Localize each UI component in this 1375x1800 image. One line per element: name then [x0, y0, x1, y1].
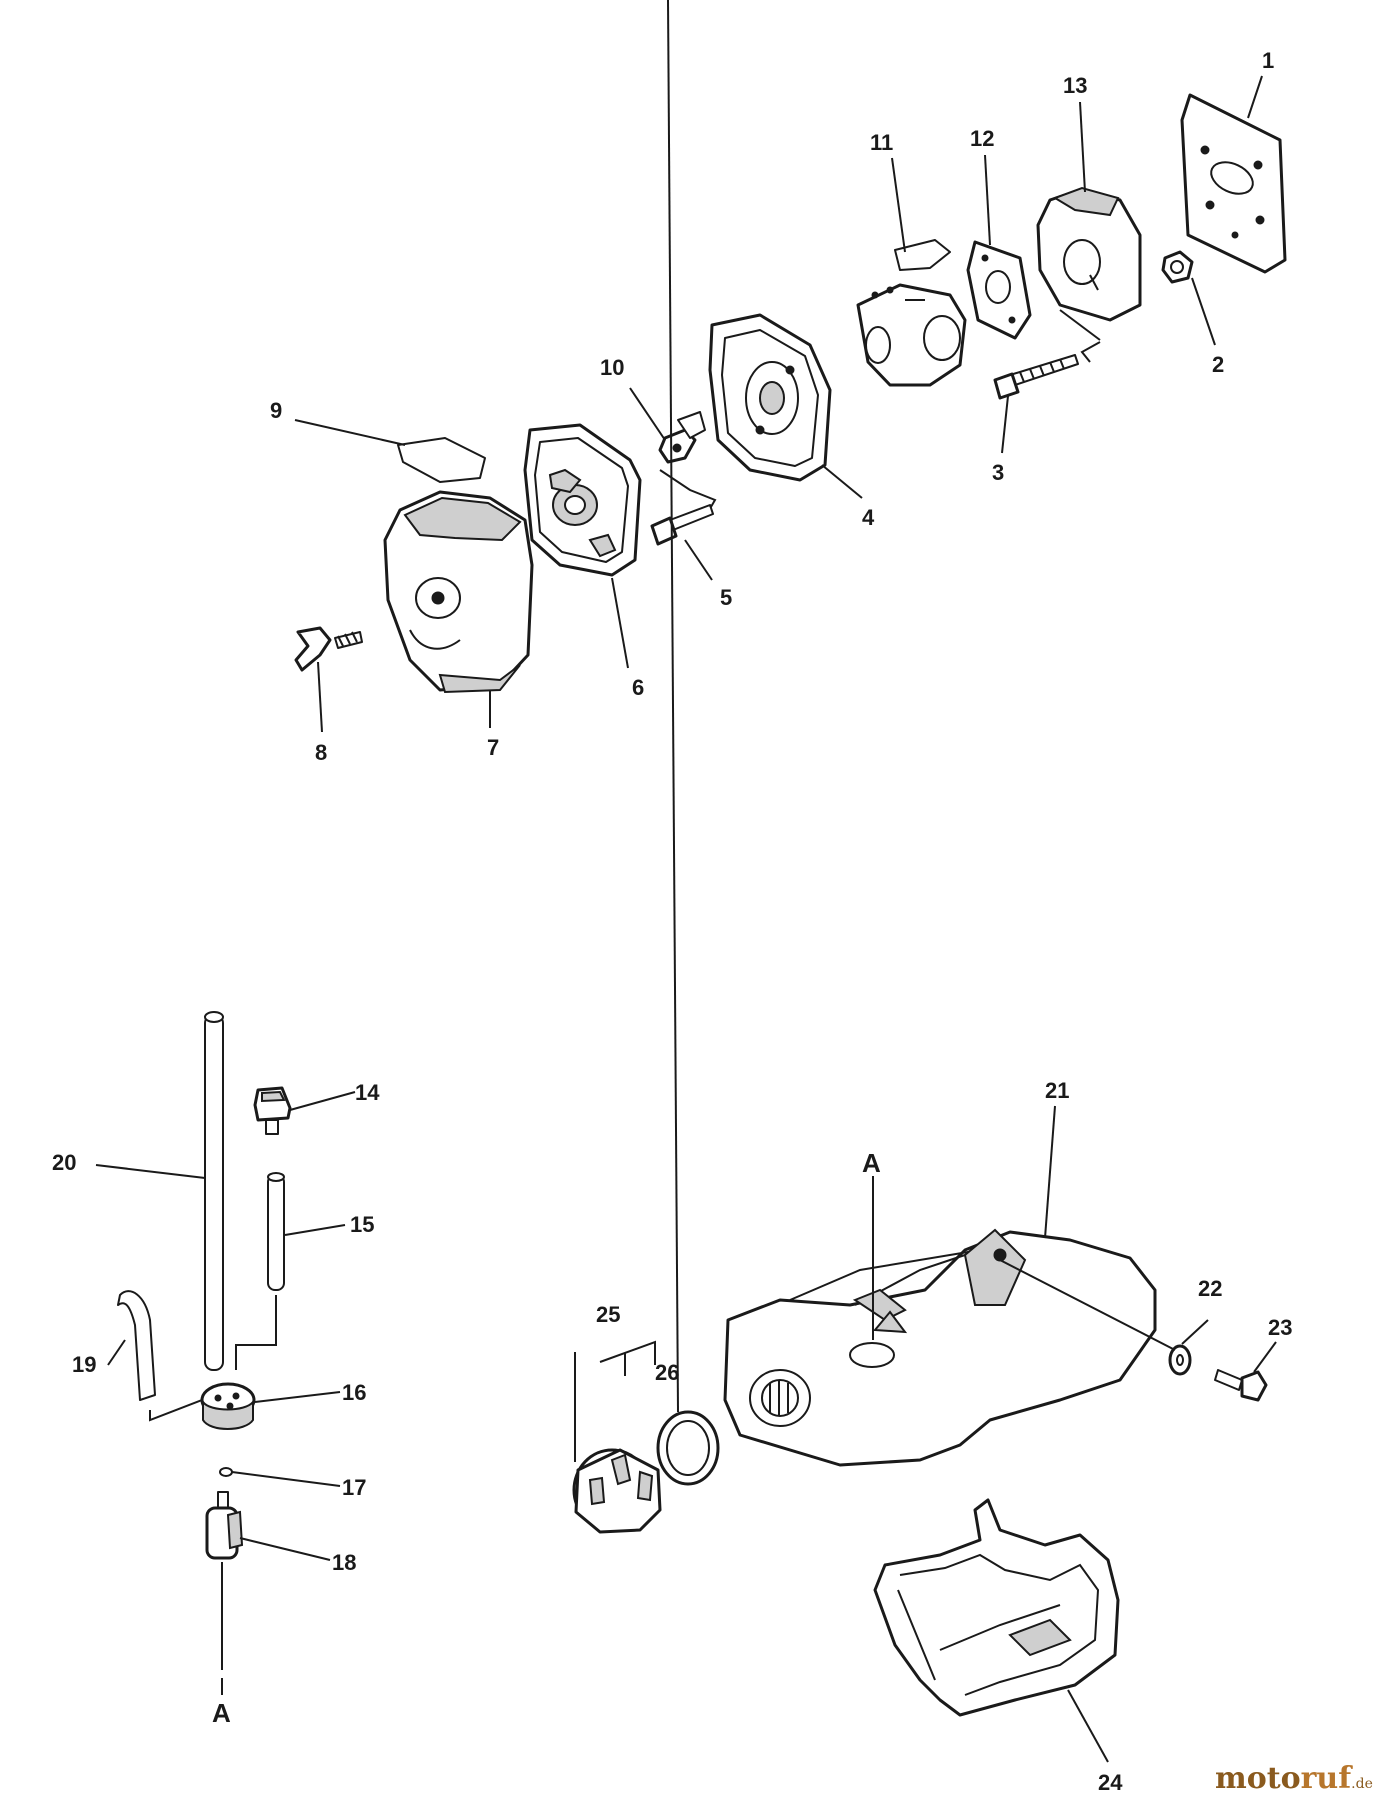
callout-15: 15 [350, 1212, 374, 1237]
marker-a-filter: A [212, 1698, 231, 1728]
callout-9: 9 [270, 398, 282, 423]
watermark-suffix: .de [1351, 1776, 1373, 1792]
callout-23: 23 [1268, 1315, 1292, 1340]
grommet-part [200, 1382, 256, 1430]
callout-25: 25 [596, 1302, 620, 1327]
callout-7: 7 [487, 735, 499, 760]
filter-element-part [523, 423, 642, 577]
callout-24: 24 [1098, 1770, 1123, 1795]
washer-part [1168, 1344, 1192, 1376]
leader-line-13-assembly [1059, 309, 1101, 341]
gasket-plate-part [1180, 93, 1287, 274]
watermark-brand-b: ruf [1301, 1761, 1354, 1796]
clip-part [219, 1467, 233, 1477]
watermark-brand-a: moto [1215, 1761, 1301, 1796]
callout-18: 18 [332, 1550, 356, 1575]
callout-11: 11 [870, 130, 893, 155]
watermark-logo: motoruf.de [1215, 1761, 1373, 1796]
insulator-block-part [1036, 186, 1142, 322]
leader-lines-fuel-line [95, 1091, 356, 1695]
leader-line-grommet-connector [149, 1295, 277, 1422]
callout-6: 6 [632, 675, 644, 700]
callout-21: 21 [1045, 1078, 1069, 1103]
primer-bulb-part [253, 1086, 292, 1135]
filter-cover-part [383, 490, 534, 694]
tank-screw-part [1214, 1369, 1268, 1402]
callout-12: 12 [970, 126, 994, 151]
callout-16: 16 [342, 1380, 366, 1405]
leader-line-10-connector [659, 469, 717, 513]
carburetor-bolt-part [993, 354, 1079, 400]
vent-tube-part [117, 1290, 156, 1401]
fuel-line-part [204, 1011, 224, 1371]
choke-lever-part [658, 411, 706, 464]
callout-4: 4 [862, 505, 875, 530]
callout-labels: 1 2 3 4 5 6 7 8 9 10 11 12 13 14 15 16 1… [52, 48, 1292, 1795]
callout-22: 22 [1198, 1276, 1222, 1301]
wing-bolt-part [294, 626, 363, 672]
filter-base-part [708, 313, 832, 482]
callout-13: 13 [1063, 73, 1087, 98]
return-line-part [267, 1172, 285, 1291]
filter-bolt-part [650, 504, 714, 546]
fuel-tank-part [723, 1228, 1157, 1467]
callout-26: 26 [655, 1360, 679, 1385]
leader-line-3-assembly [1080, 341, 1101, 363]
callout-20: 20 [52, 1150, 76, 1175]
carburetor-gasket-part [966, 240, 1032, 340]
callout-8: 8 [315, 740, 327, 765]
svg-text:motoruf.de: motoruf.de [1215, 1761, 1373, 1796]
leader-lines-upper [294, 75, 1263, 733]
marker-a-tank: A [862, 1148, 881, 1178]
tank-guard-part [873, 1498, 1120, 1717]
fuel-cap-part [572, 1448, 662, 1534]
callout-1: 1 [1262, 48, 1274, 73]
carburetor-part [856, 239, 967, 387]
callout-17: 17 [342, 1475, 366, 1500]
connection-markers: A A [212, 1148, 881, 1728]
callout-5: 5 [720, 585, 732, 610]
nut-part [1161, 250, 1194, 284]
leader-lines-fuel-tank [574, 0, 1277, 1763]
fuel-filter-part [205, 1491, 244, 1560]
foam-pad-part [397, 437, 486, 483]
callout-19: 19 [72, 1352, 96, 1377]
callout-3: 3 [992, 460, 1004, 485]
cap-gasket-part [656, 1410, 720, 1486]
callout-10: 10 [600, 355, 624, 380]
callout-14: 14 [355, 1080, 380, 1105]
callout-2: 2 [1212, 352, 1224, 377]
